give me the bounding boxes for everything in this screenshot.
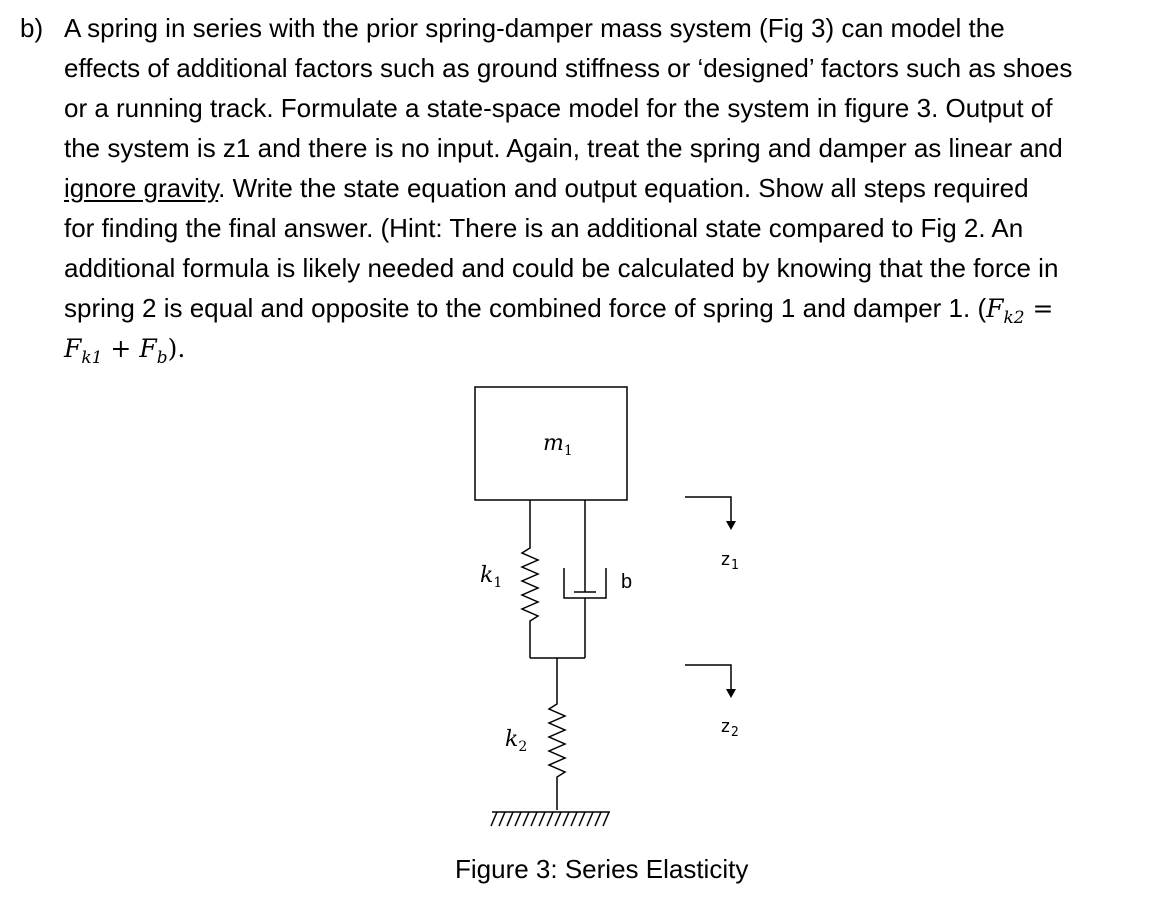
question-line-9: Fk1 + Fb). [64,328,1154,368]
question-line-1: A spring in series with the prior spring… [64,13,1005,43]
question-text: A spring in series with the prior spring… [64,8,1154,368]
mass-block [474,386,628,501]
formula-fk2: Fk2 = [986,294,1054,328]
damper-label: b [621,571,632,593]
z1-arrow-line [685,496,732,522]
k2-label: k2 [505,727,527,755]
ignore-gravity-underlined: ignore gravity [64,173,219,203]
z2-arrow-line [685,664,732,690]
question-line-3: or a running track. Formulate a state-sp… [64,93,1053,123]
figure-3-diagram: m1 k1 k2 z1 z2 b [474,386,739,827]
spring-k2 [547,658,567,810]
ground-hatch [490,811,610,827]
question-line-5: ignore gravity. Write the state equation… [64,168,1154,208]
question-label: b) [20,13,44,43]
z1-label: z1 [720,549,739,573]
spring-k1 [520,500,540,658]
question-line-8-text: spring 2 is equal and opposite to the co… [64,293,987,323]
question-line-5-rest: . Write the state equation and output eq… [218,173,1029,203]
question-line-4: the system is z1 and there is no input. … [64,133,1063,163]
z1-arrowhead [726,521,736,530]
z2-arrowhead [726,689,736,698]
question-line-7: additional formula is likely needed and … [64,253,1059,283]
question-line-8: spring 2 is equal and opposite to the co… [64,288,1154,328]
mass-label: m1 [543,431,573,459]
z2-label: z2 [720,716,739,740]
formula-fk1-plus-fb: Fk1 + Fb). [64,334,186,368]
question-line-6: for finding the final answer. (Hint: The… [64,213,1024,243]
question-line-2: effects of additional factors such as gr… [64,53,1073,83]
k1-label: k1 [480,563,502,591]
figure-caption: Figure 3: Series Elasticity [455,854,749,884]
